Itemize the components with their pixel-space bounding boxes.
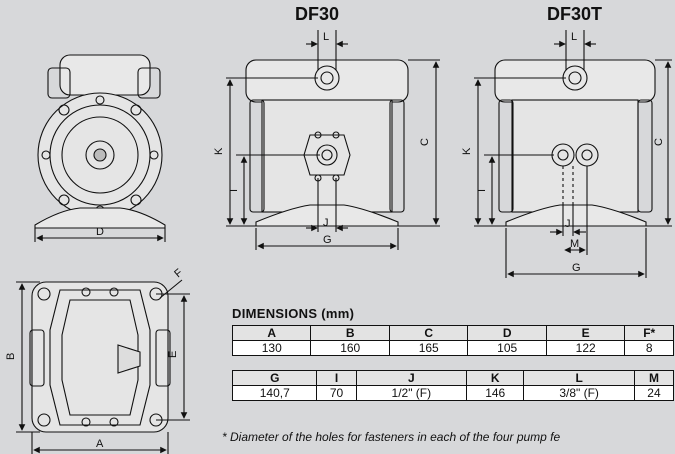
- table-cell: 105: [467, 340, 547, 356]
- table-header: F*: [624, 325, 674, 341]
- table-cell: 165: [388, 340, 469, 356]
- table-header: C: [388, 325, 469, 341]
- dim-label-k-df30t: K: [461, 147, 473, 155]
- dimensions-table-1: A B C D E F* 130 160 165 105 122 8: [231, 325, 674, 356]
- df30t-front-drawing: [474, 30, 672, 278]
- dim-label-a: A: [96, 438, 104, 450]
- title-df30: DF30: [295, 4, 340, 24]
- table-header: I: [316, 370, 357, 386]
- dim-label-l-df30t: L: [571, 31, 577, 43]
- dimensions-table-2: G I J K L M 140,7 70 1/2" (F) 146 3/8" (…: [231, 370, 675, 401]
- table-header: B: [310, 325, 390, 341]
- table-header: A: [231, 325, 312, 341]
- dim-label-j-df30t: J: [565, 218, 571, 230]
- dim-label-d: D: [96, 226, 104, 238]
- dimensions-title: DIMENSIONS (mm): [232, 306, 355, 321]
- dim-label-l-df30: L: [323, 31, 329, 43]
- df30-front-drawing: [226, 30, 440, 250]
- table-cell: 140,7: [231, 385, 318, 401]
- table-header: K: [466, 370, 525, 386]
- table-cell: 160: [310, 340, 390, 356]
- table-header: M: [633, 370, 675, 386]
- dim-label-i-df30t: I: [476, 189, 488, 192]
- dim-label-c-df30: C: [419, 138, 431, 146]
- table-cell: 8: [624, 340, 674, 356]
- table-header: G: [231, 370, 318, 386]
- dim-label-g-df30: G: [323, 234, 332, 246]
- table-header: E: [545, 325, 626, 341]
- top-view-drawing: [16, 279, 190, 454]
- table-cell: 24: [633, 385, 675, 401]
- table-cell: 70: [316, 385, 357, 401]
- dim-label-e: E: [167, 351, 179, 358]
- dim-label-j-df30: J: [323, 217, 329, 229]
- dim-label-i-df30: I: [228, 189, 240, 192]
- table-cell: 146: [466, 385, 525, 401]
- dim-label-c-df30t: C: [653, 138, 665, 146]
- dim-label-f: F: [172, 267, 185, 281]
- footnote: * Diameter of the holes for fasteners in…: [222, 430, 561, 444]
- table-cell: 130: [231, 340, 312, 356]
- side-view-drawing: [34, 54, 166, 242]
- table-header: J: [355, 370, 468, 386]
- table-cell: 3/8" (F): [523, 385, 635, 401]
- dim-label-k-df30: K: [213, 147, 225, 155]
- table-header: L: [523, 370, 635, 386]
- table-header: D: [467, 325, 547, 341]
- table-cell: 122: [545, 340, 626, 356]
- table-cell: 1/2" (F): [355, 385, 468, 401]
- dim-label-g-df30t: G: [572, 262, 581, 274]
- dim-label-m-df30t: M: [570, 238, 579, 250]
- title-df30t: DF30T: [547, 4, 603, 24]
- dim-label-b: B: [5, 353, 17, 360]
